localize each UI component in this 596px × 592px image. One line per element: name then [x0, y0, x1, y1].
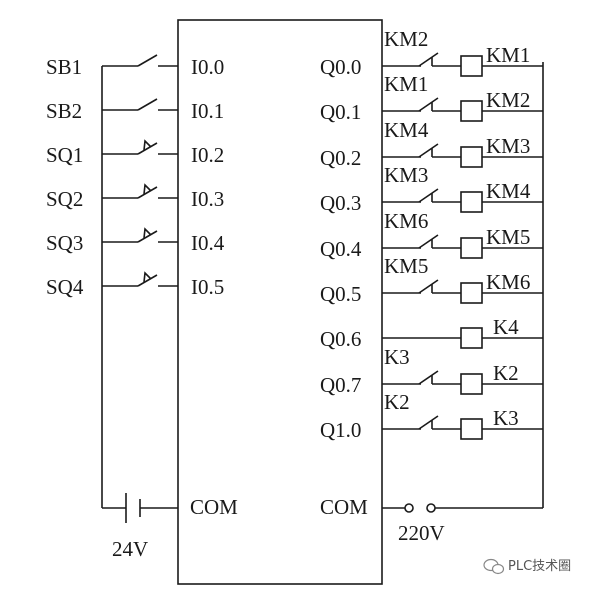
interlock-label: KM5 [384, 254, 428, 278]
input-rung: SQ3 I0.4 [46, 227, 225, 255]
output-address-label: Q0.4 [320, 237, 362, 261]
output-com-label: COM [320, 495, 368, 519]
coil-label: KM2 [486, 88, 530, 112]
input-device-label: SB2 [46, 99, 82, 123]
interlock-label: KM6 [384, 209, 428, 233]
coil-symbol [460, 55, 483, 77]
output-address-label: Q0.2 [320, 146, 361, 170]
output-rung: Q0.6 K4 [320, 315, 543, 351]
input-address-label: I0.5 [191, 275, 224, 299]
coil-symbol [460, 146, 483, 168]
output-address-label: Q1.0 [320, 418, 361, 442]
interlock-nc-contact [418, 188, 439, 203]
input-address-label: I0.3 [191, 187, 224, 211]
coil-symbol [460, 418, 483, 440]
input-address-label: I0.4 [191, 231, 225, 255]
output-address-label: Q0.1 [320, 100, 361, 124]
input-rung: SQ2 I0.3 [46, 183, 224, 211]
plc-body [177, 19, 383, 585]
coil-symbol [460, 282, 483, 304]
watermark: PLC技术圈 [483, 558, 571, 575]
input-rung: SB1 I0.0 [46, 54, 224, 79]
input-address-label: I0.1 [191, 99, 224, 123]
output-address-label: Q0.6 [320, 327, 361, 351]
pushbutton-contact [137, 54, 158, 67]
coil-label: KM3 [486, 134, 530, 158]
interlock-nc-contact [418, 370, 439, 385]
coil-symbol [460, 373, 483, 395]
interlock-nc-contact [418, 143, 439, 158]
interlock-label: KM4 [384, 118, 429, 142]
output-address-label: Q0.5 [320, 282, 361, 306]
interlock-nc-contact [418, 97, 439, 112]
input-common: COM 24V [101, 66, 238, 561]
input-rung: SB2 I0.1 [46, 98, 224, 123]
coil-label: KM6 [486, 270, 530, 294]
coil-label: K4 [493, 315, 519, 339]
coil-symbol [460, 237, 483, 259]
coil-label: K3 [493, 406, 519, 430]
output-address-label: Q0.3 [320, 191, 361, 215]
wechat-icon [483, 558, 505, 575]
input-device-label: SQ1 [46, 143, 83, 167]
supply-terminal-right [426, 503, 436, 513]
input-com-label: COM [190, 495, 238, 519]
interlock-label: KM2 [384, 27, 428, 51]
output-supply-label: 220V [398, 521, 445, 545]
output-address-label: Q0.0 [320, 55, 361, 79]
input-device-label: SQ3 [46, 231, 83, 255]
interlock-nc-contact [418, 279, 439, 294]
input-rung: SQ1 I0.2 [46, 139, 224, 167]
coil-symbol [460, 327, 483, 349]
coil-label: KM4 [486, 179, 531, 203]
coil-label: K2 [493, 361, 519, 385]
pushbutton-contact [137, 98, 158, 111]
input-device-label: SQ2 [46, 187, 83, 211]
interlock-label: K3 [384, 345, 410, 369]
limit-switch-contact [137, 271, 158, 287]
interlock-label: KM1 [384, 72, 428, 96]
input-address-label: I0.2 [191, 143, 224, 167]
coil-label: KM1 [486, 43, 530, 67]
coil-label: KM5 [486, 225, 530, 249]
input-address-label: I0.0 [191, 55, 224, 79]
input-device-label: SQ4 [46, 275, 84, 299]
input-device-label: SB1 [46, 55, 82, 79]
output-address-label: Q0.7 [320, 373, 361, 397]
interlock-label: KM3 [384, 163, 428, 187]
limit-switch-contact [137, 139, 158, 155]
limit-switch-contact [137, 183, 158, 199]
limit-switch-contact [137, 227, 158, 243]
coil-symbol [460, 191, 483, 213]
output-common: COM 220V [320, 62, 544, 545]
watermark-text: PLC技术圈 [508, 559, 571, 574]
coil-symbol [460, 100, 483, 122]
input-supply-label: 24V [112, 537, 148, 561]
interlock-nc-contact [418, 234, 439, 249]
interlock-nc-contact [418, 52, 439, 67]
input-rung: SQ4 I0.5 [46, 271, 224, 299]
interlock-nc-contact [418, 415, 439, 430]
interlock-label: K2 [384, 390, 410, 414]
supply-terminal-left [404, 503, 414, 513]
output-side: Q0.0KM2KM1Q0.1KM1KM2Q0.2KM4KM3Q0.3KM3KM4… [320, 27, 543, 442]
